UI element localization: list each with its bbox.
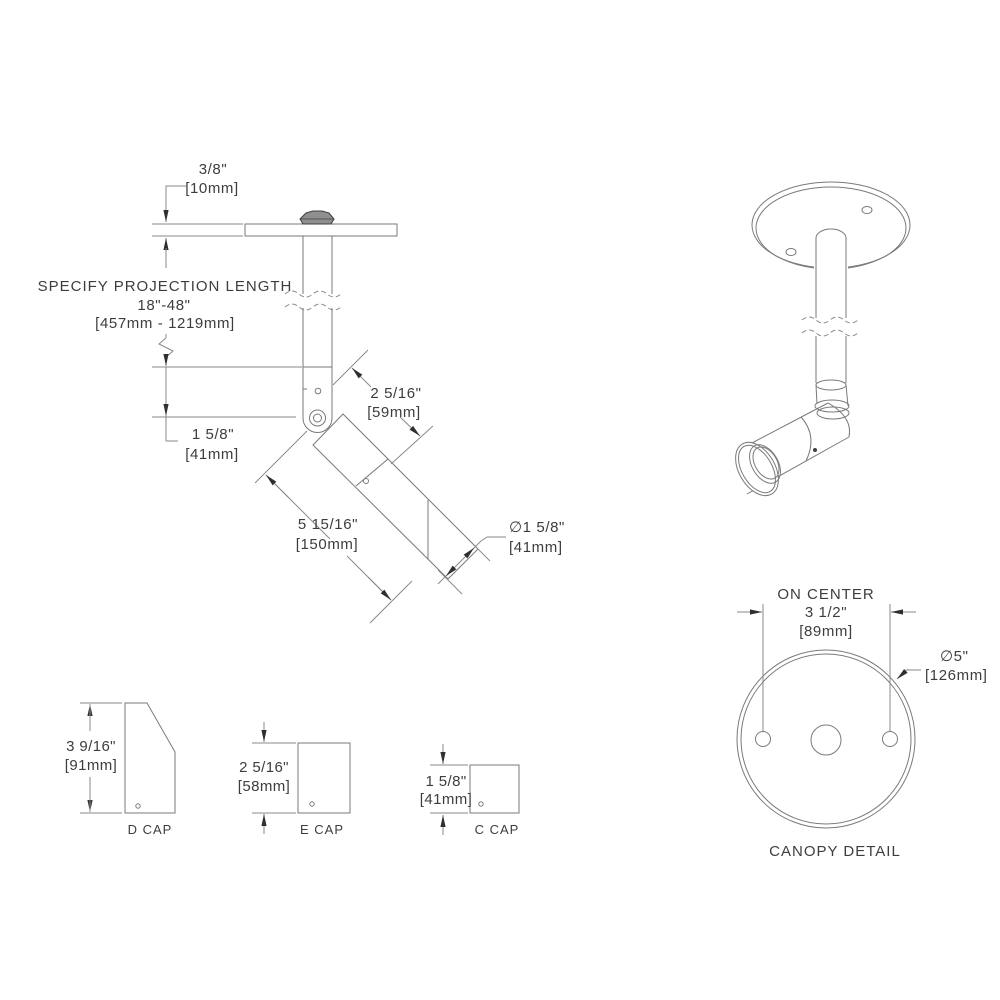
mounting-nut [299,210,335,225]
note-line1: SPECIFY PROJECTION LENGTH [38,278,293,295]
cap-seam-line [355,458,389,487]
head-set-screw [813,448,817,452]
on-center-mm: [89mm] [799,623,853,640]
dim-text: [150mm] [296,536,359,553]
dim-text: 2 5/16" [239,759,289,776]
break-line-upper [284,290,342,298]
stem-rounded-end [302,417,333,433]
dim-cap-length: 2 5/16" [59mm] [332,349,434,465]
dim-text: ∅1 5/8" [509,519,565,536]
dim-break-zigzag [158,337,174,358]
dim-plate-thickness: 3/8" [10mm] [152,161,243,268]
dim-text: ∅5" [940,648,969,665]
dim-text: [41mm] [185,446,239,463]
dim-text: 2 5/16" [370,385,421,402]
dim-swivel-offset: 1 5/8" [41mm] [152,366,302,463]
canopy-screw-hole [861,206,873,214]
on-center-label: ON CENTER [777,586,874,603]
dim-text: [41mm] [420,791,472,808]
break-line-upper [801,316,859,324]
break-line-lower [284,303,342,311]
note-line3: [457mm - 1219mm] [95,315,235,332]
canopy-screw-hole [755,731,771,747]
c-cap-outline [469,764,520,814]
perspective-view [735,181,911,497]
dim-text: [59mm] [367,404,421,421]
pivot-inner [313,413,322,423]
stem-perspective [801,228,859,420]
head-cap-seam [800,416,812,462]
dim-text: 1 5/8" [425,773,466,790]
dim-text: [41mm] [509,539,563,556]
canopy-outer-circle [736,649,916,829]
swivel-ring [814,399,850,413]
break-line-lower [801,329,859,337]
dim-text: 3/8" [199,161,228,178]
dim-text: [10mm] [185,180,239,197]
e-cap-screw [309,801,315,807]
d-cap-screw [135,803,141,809]
dim-text: [58mm] [238,778,290,795]
d-cap-outline [124,702,176,814]
open-end-bore [749,444,781,484]
dim-head-diameter: ∅1 5/8" [41mm] [437,519,565,595]
canopy-detail: ON CENTER 3 1/2" [89mm] ∅5" [126mm] CANO… [736,586,988,860]
note-line2: 18"-48" [137,297,190,314]
e-cap-label: E CAP [300,822,344,837]
lamp-head-body [312,413,479,580]
stem-set-screw [314,387,322,395]
cap-detail-e: 2 5/16" [58mm] E CAP [238,722,351,837]
canopy-detail-label: CANOPY DETAIL [769,843,901,860]
d-cap-label: D CAP [128,822,173,837]
dim-text: 1 5/8" [192,426,234,443]
stem-occlusion [814,252,848,274]
open-end-rim [738,444,776,494]
cap-detail-c: 1 5/8" [41mm] C CAP [420,744,520,837]
head-set-screw [363,478,369,484]
dim-canopy-diameter: ∅5" [126mm] [896,648,988,684]
dim-text: 3 9/16" [66,738,116,755]
head-back-rim [827,402,851,438]
dim-head-length: 5 15/16" [150mm] [254,430,413,624]
mounting-plate [244,223,398,237]
canopy-inner-circle [740,653,912,825]
open-end-bore-inner [752,446,780,480]
lamp-head-perspective [735,402,851,497]
lamp-head [309,409,479,580]
canopy-screw-hole [882,731,898,747]
projection-note: SPECIFY PROJECTION LENGTH 18"-48" [457mm… [38,278,293,366]
canopy-center-hole [810,724,842,756]
dim-text: 5 15/16" [298,516,358,533]
knuckle-top-rim [815,379,847,391]
c-cap-screw [478,801,484,807]
swivel-ring [816,406,850,420]
c-cap-label: C CAP [475,822,520,837]
e-cap-outline [297,742,351,814]
pivot-outer [309,409,326,427]
dim-text: [126mm] [925,667,988,684]
dim-text: [91mm] [65,757,117,774]
on-center-inches: 3 1/2" [805,604,847,621]
stem [284,236,342,433]
side-view: 3/8" [10mm] SPECIFY PROJECTION LENGTH 18… [38,161,565,624]
cap-detail-d: 3 9/16" [91mm] D CAP [65,702,176,837]
canopy-screw-hole [785,248,797,256]
